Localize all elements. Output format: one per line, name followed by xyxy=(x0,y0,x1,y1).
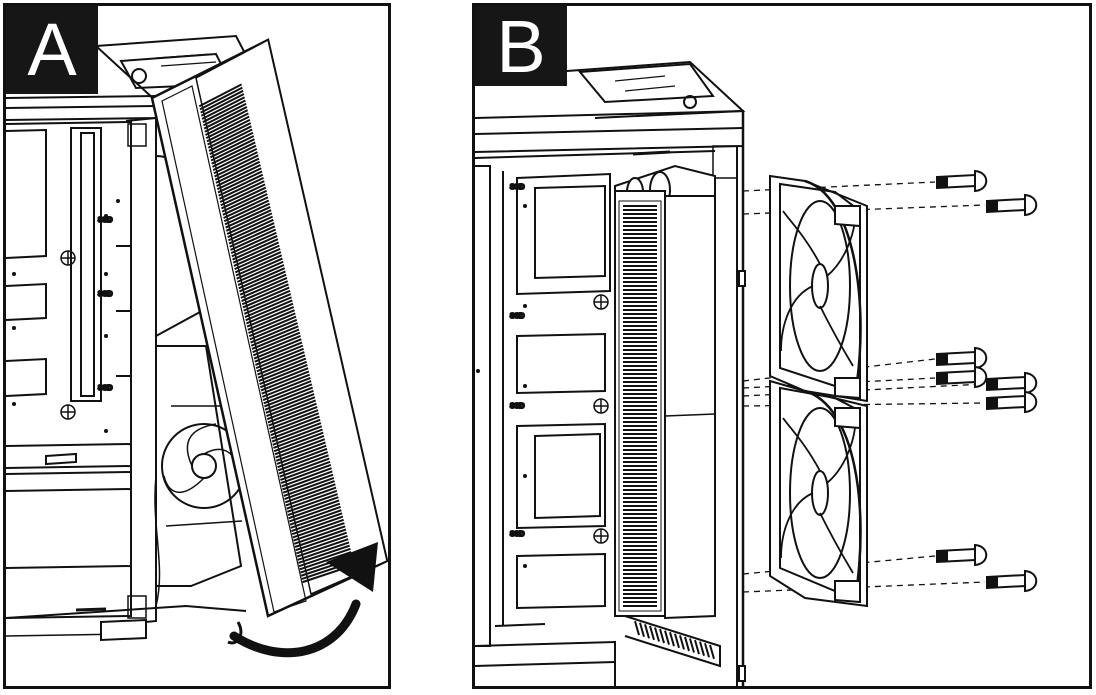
step-label-a: A xyxy=(6,6,98,94)
panel-b-illustration: SSD SSD SSD SSD xyxy=(475,60,1038,686)
screw xyxy=(986,390,1038,414)
screw xyxy=(936,365,988,389)
curved-arrow-icon xyxy=(227,542,378,658)
ssd-marking: SSD xyxy=(510,403,524,410)
fan-lower xyxy=(769,379,868,608)
fan-upper xyxy=(769,174,868,403)
screw xyxy=(986,569,1038,593)
screw xyxy=(986,371,1038,395)
ssd-marking: SSD xyxy=(98,217,112,224)
screw xyxy=(986,193,1038,217)
ssd-marking: SSD xyxy=(510,531,524,538)
radiator xyxy=(614,164,721,668)
screw xyxy=(936,169,988,193)
screw-set xyxy=(936,169,1038,593)
screw xyxy=(936,543,988,567)
panel-a-illustration: SSD SSD SSD xyxy=(6,34,388,658)
step-label-b: B xyxy=(475,6,567,88)
step-panel-b: B SSD xyxy=(472,3,1092,689)
ssd-marking: SSD xyxy=(510,184,524,191)
ssd-marking: SSD xyxy=(98,291,112,298)
step-panel-a: A xyxy=(3,3,391,689)
ssd-marking: SSD xyxy=(510,313,524,320)
screw xyxy=(936,346,988,370)
front-panel xyxy=(150,38,388,618)
ssd-marking: SSD xyxy=(98,385,112,392)
